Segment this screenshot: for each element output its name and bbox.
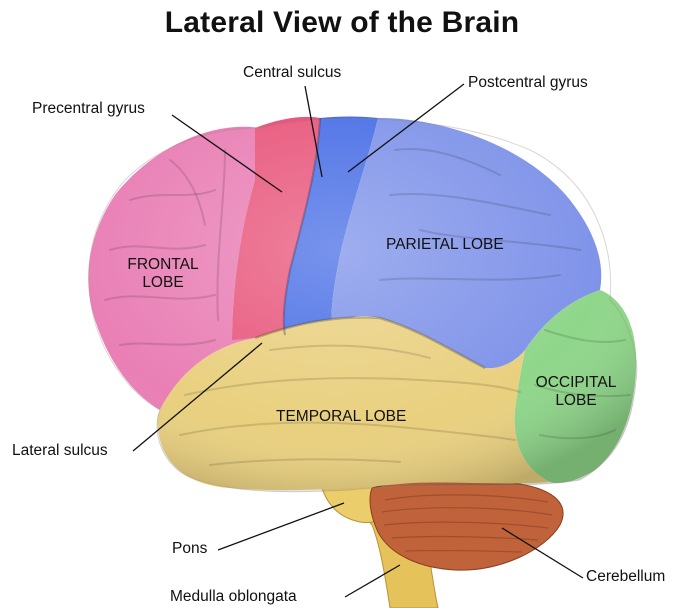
brain-shading bbox=[89, 119, 637, 492]
central-sulcus-label: Central sulcus bbox=[243, 64, 341, 82]
frontal-lobe-label-line2: LOBE bbox=[108, 274, 218, 292]
frontal-lobe-label: FRONTAL LOBE bbox=[108, 256, 218, 292]
occipital-lobe-label-line1: OCCIPITAL bbox=[524, 374, 628, 392]
temporal-lobe-label: TEMPORAL LOBE bbox=[276, 408, 406, 426]
frontal-lobe-label-line1: FRONTAL bbox=[108, 256, 218, 274]
pons-leader bbox=[218, 503, 344, 550]
occipital-lobe-label-line2: LOBE bbox=[524, 392, 628, 410]
postcentral-gyrus-label: Postcentral gyrus bbox=[468, 74, 588, 92]
page-title: Lateral View of the Brain bbox=[0, 6, 684, 40]
precentral-gyrus-label: Precentral gyrus bbox=[32, 100, 145, 118]
lateral-sulcus-label: Lateral sulcus bbox=[12, 442, 108, 460]
cerebellum-label: Cerebellum bbox=[586, 568, 665, 586]
medulla-oblongata-label: Medulla oblongata bbox=[170, 588, 297, 606]
occipital-lobe-label: OCCIPITAL LOBE bbox=[524, 374, 628, 410]
parietal-lobe-label: PARIETAL LOBE bbox=[386, 236, 504, 254]
pons-label: Pons bbox=[172, 540, 207, 558]
